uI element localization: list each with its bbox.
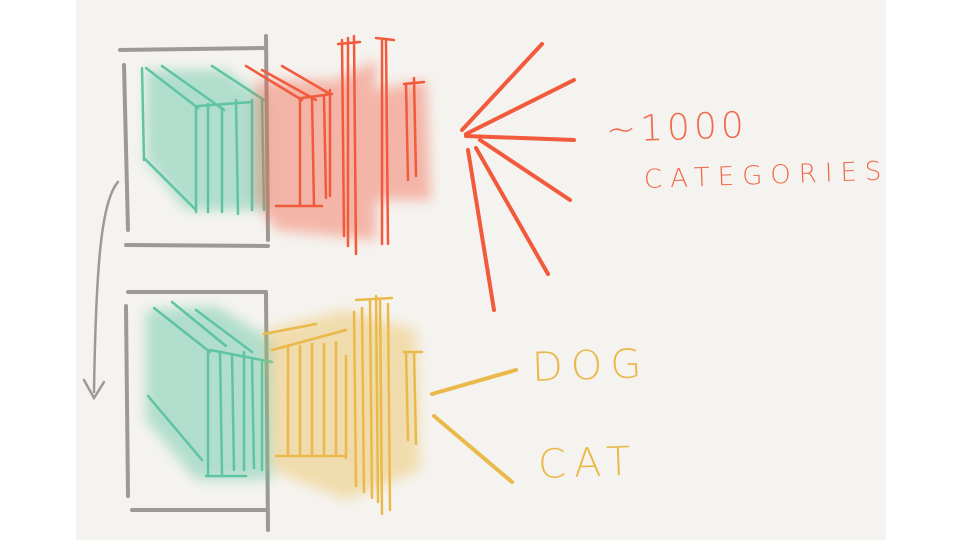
bottom-classifier-layers [262, 294, 424, 516]
transfer-arrow [82, 180, 120, 401]
top-network [118, 34, 576, 312]
top-classifier-layers [244, 34, 426, 256]
bottom-conv-layers [146, 300, 274, 478]
bottom-output-lines [430, 368, 518, 484]
bottom-output-cat-label: CAT [537, 438, 640, 488]
bottom-output-dog-label: DOG [531, 340, 651, 391]
transfer-learning-sketch [82, 34, 576, 532]
sketch-canvas: ~1000 CATEGORIES DOG CAT [76, 0, 886, 540]
top-output-count-label: ~1000 [605, 105, 749, 151]
top-output-fan [460, 42, 576, 312]
bottom-network [124, 290, 518, 532]
top-classifier-wash [256, 60, 431, 240]
